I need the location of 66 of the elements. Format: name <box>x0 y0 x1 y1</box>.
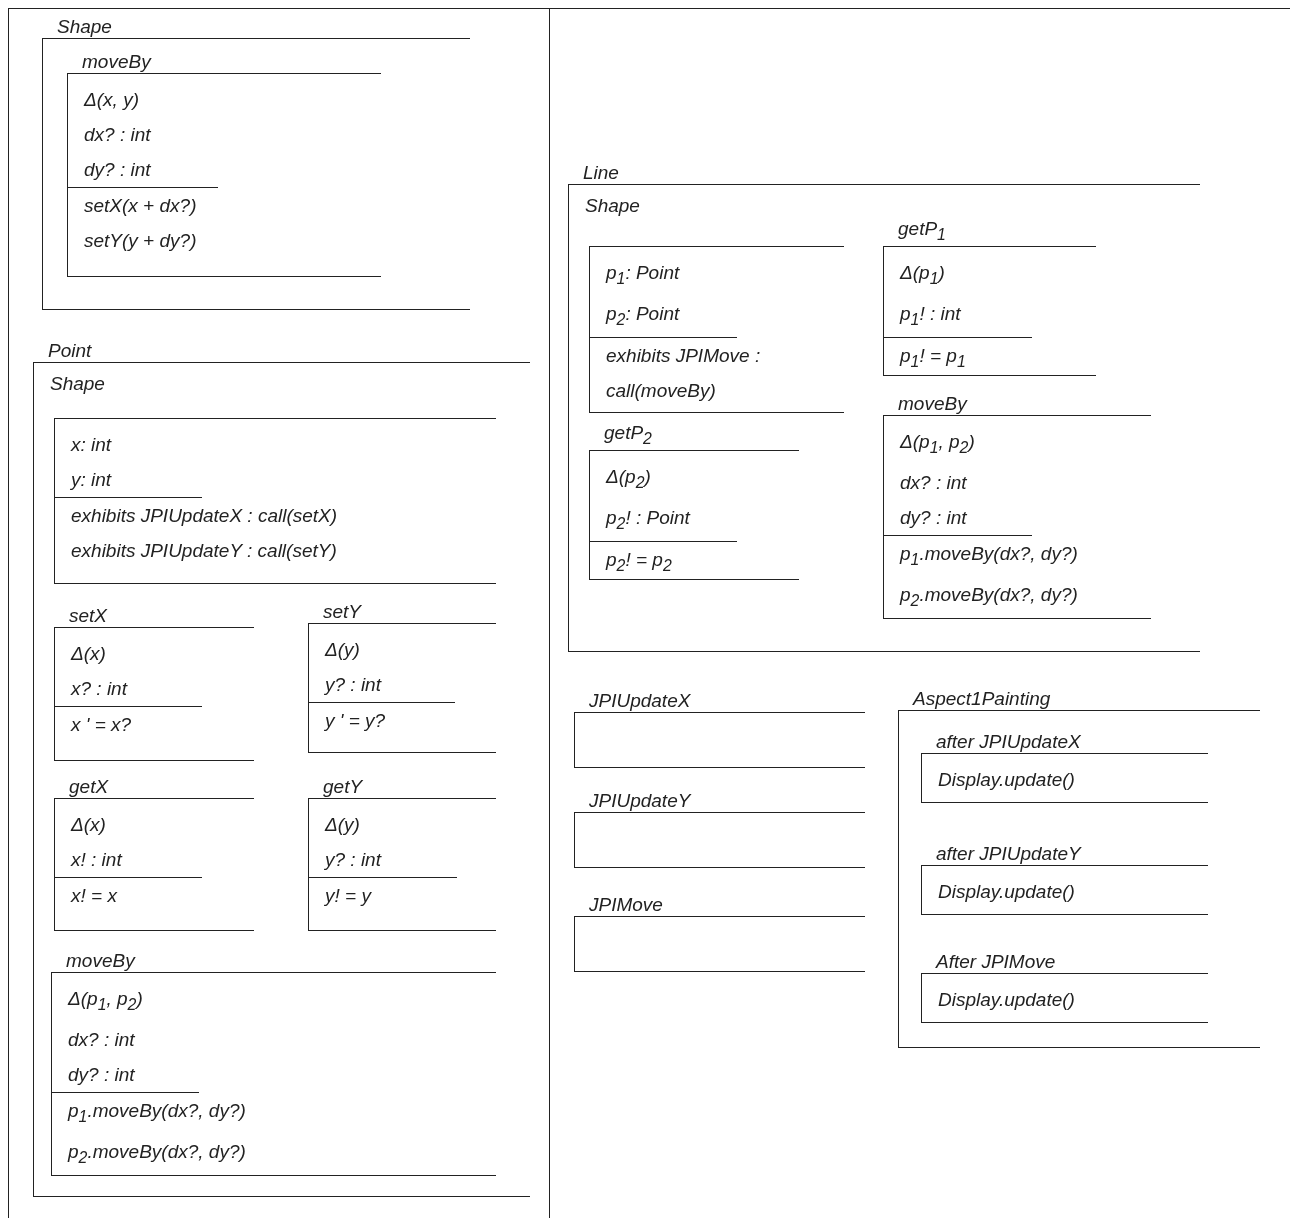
declaration-text: dy? : int <box>68 1062 136 1087</box>
predicate-text: setX(x + dx?) <box>84 194 198 218</box>
declaration-text: y: int <box>71 468 113 492</box>
predicate-text: exhibits JPIUpdateX : call(setX) <box>71 504 339 528</box>
declaration-text: Display.update() <box>938 880 1076 904</box>
predicate-text: y! = y <box>325 884 373 908</box>
declaration-text: Δ(p$_{1}$, p$_{2}$) <box>900 430 976 458</box>
schema-name: getP$_{1}$ <box>898 217 946 245</box>
predicate-text: p$_{2}$.moveBy(dx?, dy?) <box>900 582 1079 611</box>
schema-name: Line <box>583 161 619 185</box>
declaration-text: x? : int <box>71 677 129 701</box>
schema-name: After JPIMove <box>936 950 1056 974</box>
schema-name: getX <box>69 775 109 799</box>
predicate-text: setY(y + dy?) <box>84 229 198 253</box>
inherited-class-name: Shape <box>50 372 105 396</box>
declaration-text: Δ(x) <box>71 813 107 837</box>
schema-name: moveBy <box>66 949 135 973</box>
state-schema-box <box>589 246 844 413</box>
declaration-text: dx? : int <box>68 1027 136 1052</box>
declaration-text: Δ(x) <box>71 642 107 666</box>
declaration-text: p$_{1}$! : int <box>900 301 962 330</box>
schema-name: Aspect1Painting <box>913 687 1051 711</box>
declaration-text: x! : int <box>71 848 124 872</box>
predicate-text: p$_{2}$.moveBy(dx?, dy?) <box>68 1139 247 1168</box>
schema-name: after JPIUpdateX <box>936 730 1081 754</box>
declaration-text: Display.update() <box>938 768 1076 792</box>
declaration-text: Δ(p$_{1}$) <box>900 261 946 289</box>
schema-name: getP$_{2}$ <box>604 421 652 449</box>
declaration-text: dx? : int <box>84 123 152 147</box>
predicate-text: p$_{2}$! = p$_{2}$ <box>606 547 673 576</box>
schema-name: after JPIUpdateY <box>936 842 1081 866</box>
declaration-text: Display.update() <box>938 988 1076 1012</box>
schema-name: setY <box>323 600 362 624</box>
schema-name: JPIMove <box>589 893 663 917</box>
schema-name: moveBy <box>82 50 151 74</box>
declaration-text: dy? : int <box>900 505 968 530</box>
predicate-text: p$_{1}$.moveBy(dx?, dy?) <box>68 1098 247 1127</box>
declaration-text: p$_{2}$: Point <box>606 301 681 330</box>
declaration-text: dy? : int <box>84 158 152 182</box>
declaration-text: dx? : int <box>900 470 968 495</box>
declaration-text: x: int <box>71 433 113 457</box>
schema-name: moveBy <box>898 392 967 416</box>
schema-name: setX <box>69 604 108 628</box>
inherited-class-name: Shape <box>585 194 640 218</box>
predicate-text: p$_{1}$! = p$_{1}$ <box>900 343 967 372</box>
predicate-text: y ' = y? <box>325 709 387 733</box>
predicate-text: x! = x <box>71 884 119 908</box>
declaration-text: Δ(y) <box>325 638 361 662</box>
schema-name: Shape <box>57 15 112 39</box>
predicate-text: x ' = x? <box>71 713 133 737</box>
declaration-text: p$_{2}$! : Point <box>606 505 692 534</box>
predicate-text: exhibits JPIUpdateY : call(setY) <box>71 539 338 563</box>
predicate-text: exhibits JPIMove : call(moveBy) <box>606 343 762 403</box>
declaration-text: Δ(x, y) <box>84 88 140 112</box>
predicate-text: p$_{1}$.moveBy(dx?, dy?) <box>900 541 1079 570</box>
declaration-text: y? : int <box>325 848 383 872</box>
schema-name: Point <box>48 339 92 363</box>
schema-name: JPIUpdateY <box>589 789 691 813</box>
declaration-text: Δ(p$_{2}$) <box>606 465 652 493</box>
declaration-text: p$_{1}$: Point <box>606 261 681 289</box>
declaration-text: y? : int <box>325 673 383 697</box>
declaration-text: Δ(y) <box>325 813 361 837</box>
schema-name: JPIUpdateX <box>589 689 691 713</box>
declaration-text: Δ(p$_{1}$, p$_{2}$) <box>68 987 144 1015</box>
schema-name: getY <box>323 775 363 799</box>
state-schema-box <box>54 418 496 584</box>
